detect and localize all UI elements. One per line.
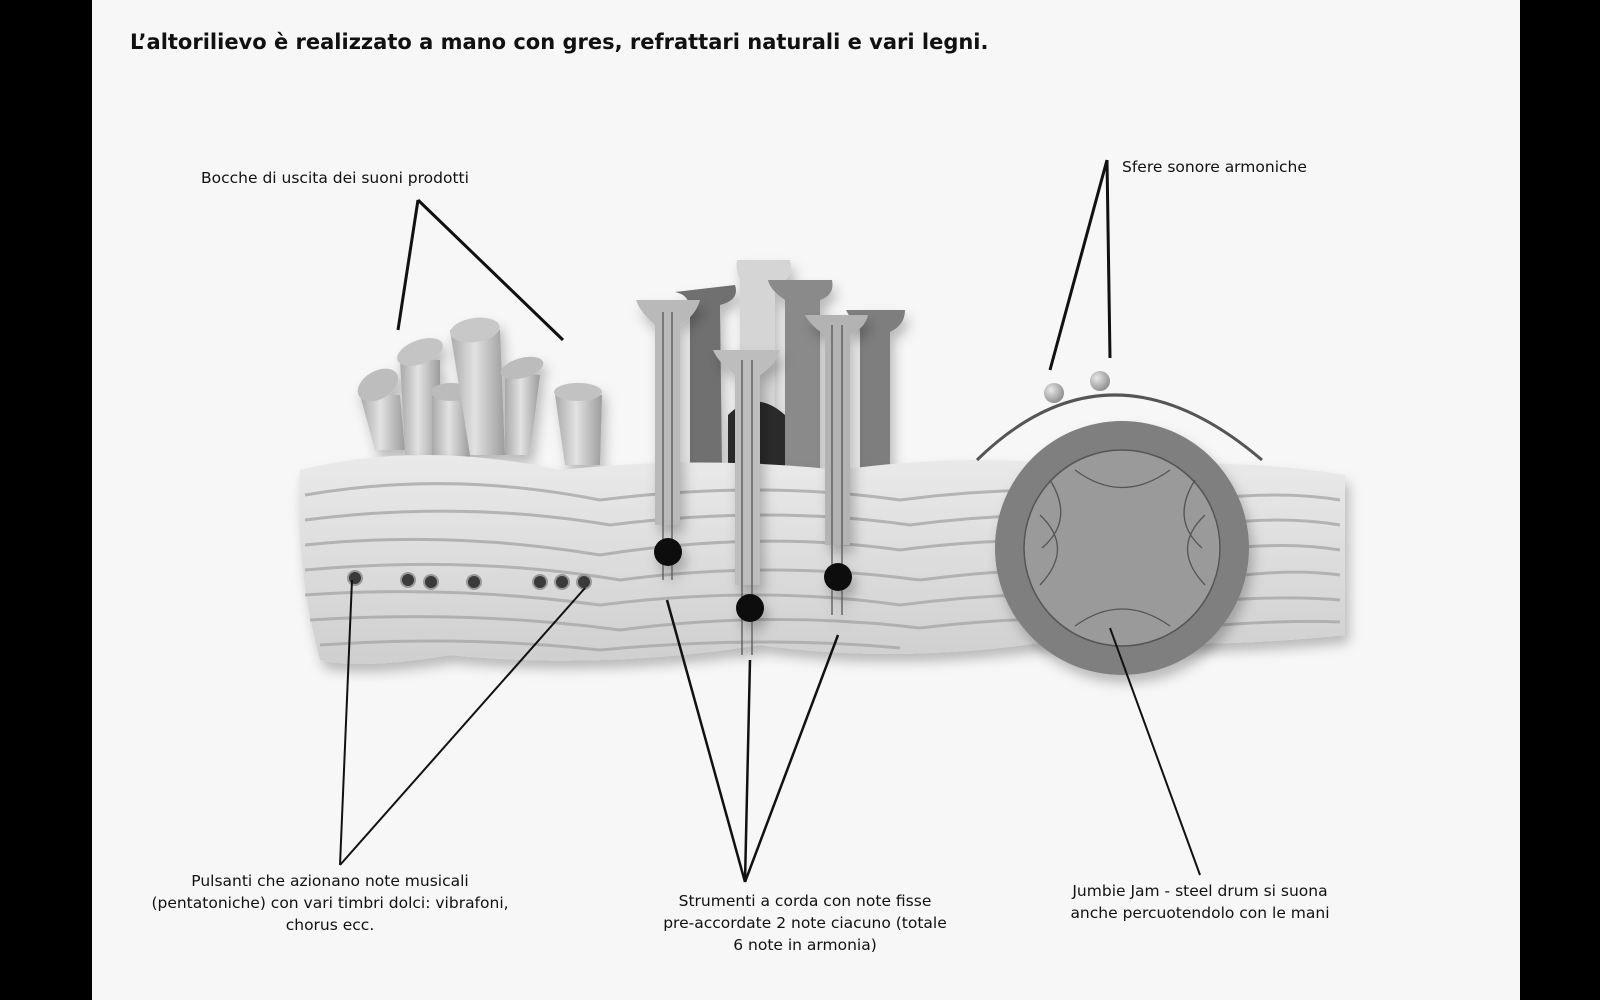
label-pulsanti-line-3: chorus ecc. xyxy=(285,916,375,934)
string-instruments xyxy=(636,300,868,655)
label-strumenti: Strumenti a corda con note fisse pre-acc… xyxy=(640,890,970,956)
leader-pulsanti-right xyxy=(339,587,586,866)
sound-mouths xyxy=(357,317,602,465)
label-pulsanti: Pulsanti che azionano note musicali (pen… xyxy=(140,870,520,936)
leader-strumenti-right xyxy=(743,634,840,883)
label-jumbie: Jumbie Jam - steel drum si suona anche p… xyxy=(1050,880,1350,924)
leader-strumenti-center xyxy=(743,659,752,883)
leader-pulsanti-left xyxy=(339,579,353,866)
label-strumenti-line-1: Strumenti a corda con note fisse xyxy=(678,892,932,910)
steel-drum xyxy=(995,421,1249,675)
page-title: L’altorilievo è realizzato a mano con gr… xyxy=(130,30,989,54)
leader-bocche-left xyxy=(396,199,420,331)
leader-lines xyxy=(339,159,1201,883)
leader-sfere-left xyxy=(1048,159,1109,371)
label-sfere: Sfere sonore armoniche xyxy=(1122,158,1307,176)
label-pulsanti-line-1: Pulsanti che azionano note musicali xyxy=(191,872,469,890)
label-strumenti-line-3: 6 note in armonia) xyxy=(733,936,877,954)
leader-bocche-right xyxy=(416,198,565,342)
harmonic-spheres xyxy=(975,371,1263,462)
leader-sfere-right xyxy=(1105,159,1112,359)
leader-strumenti-left xyxy=(665,599,747,883)
label-jumbie-line-1: Jumbie Jam - steel drum si suona xyxy=(1072,882,1328,900)
wooden-fins xyxy=(675,260,905,470)
label-jumbie-line-2: anche percuotendolo con le mani xyxy=(1070,904,1330,922)
label-strumenti-line-2: pre-accordate 2 note ciacuno (totale xyxy=(663,914,947,932)
leader-jumbie xyxy=(1109,627,1201,876)
label-pulsanti-line-2: (pentatoniche) con vari timbri dolci: vi… xyxy=(151,894,509,912)
label-bocche: Bocche di uscita dei suoni prodotti xyxy=(201,169,469,187)
